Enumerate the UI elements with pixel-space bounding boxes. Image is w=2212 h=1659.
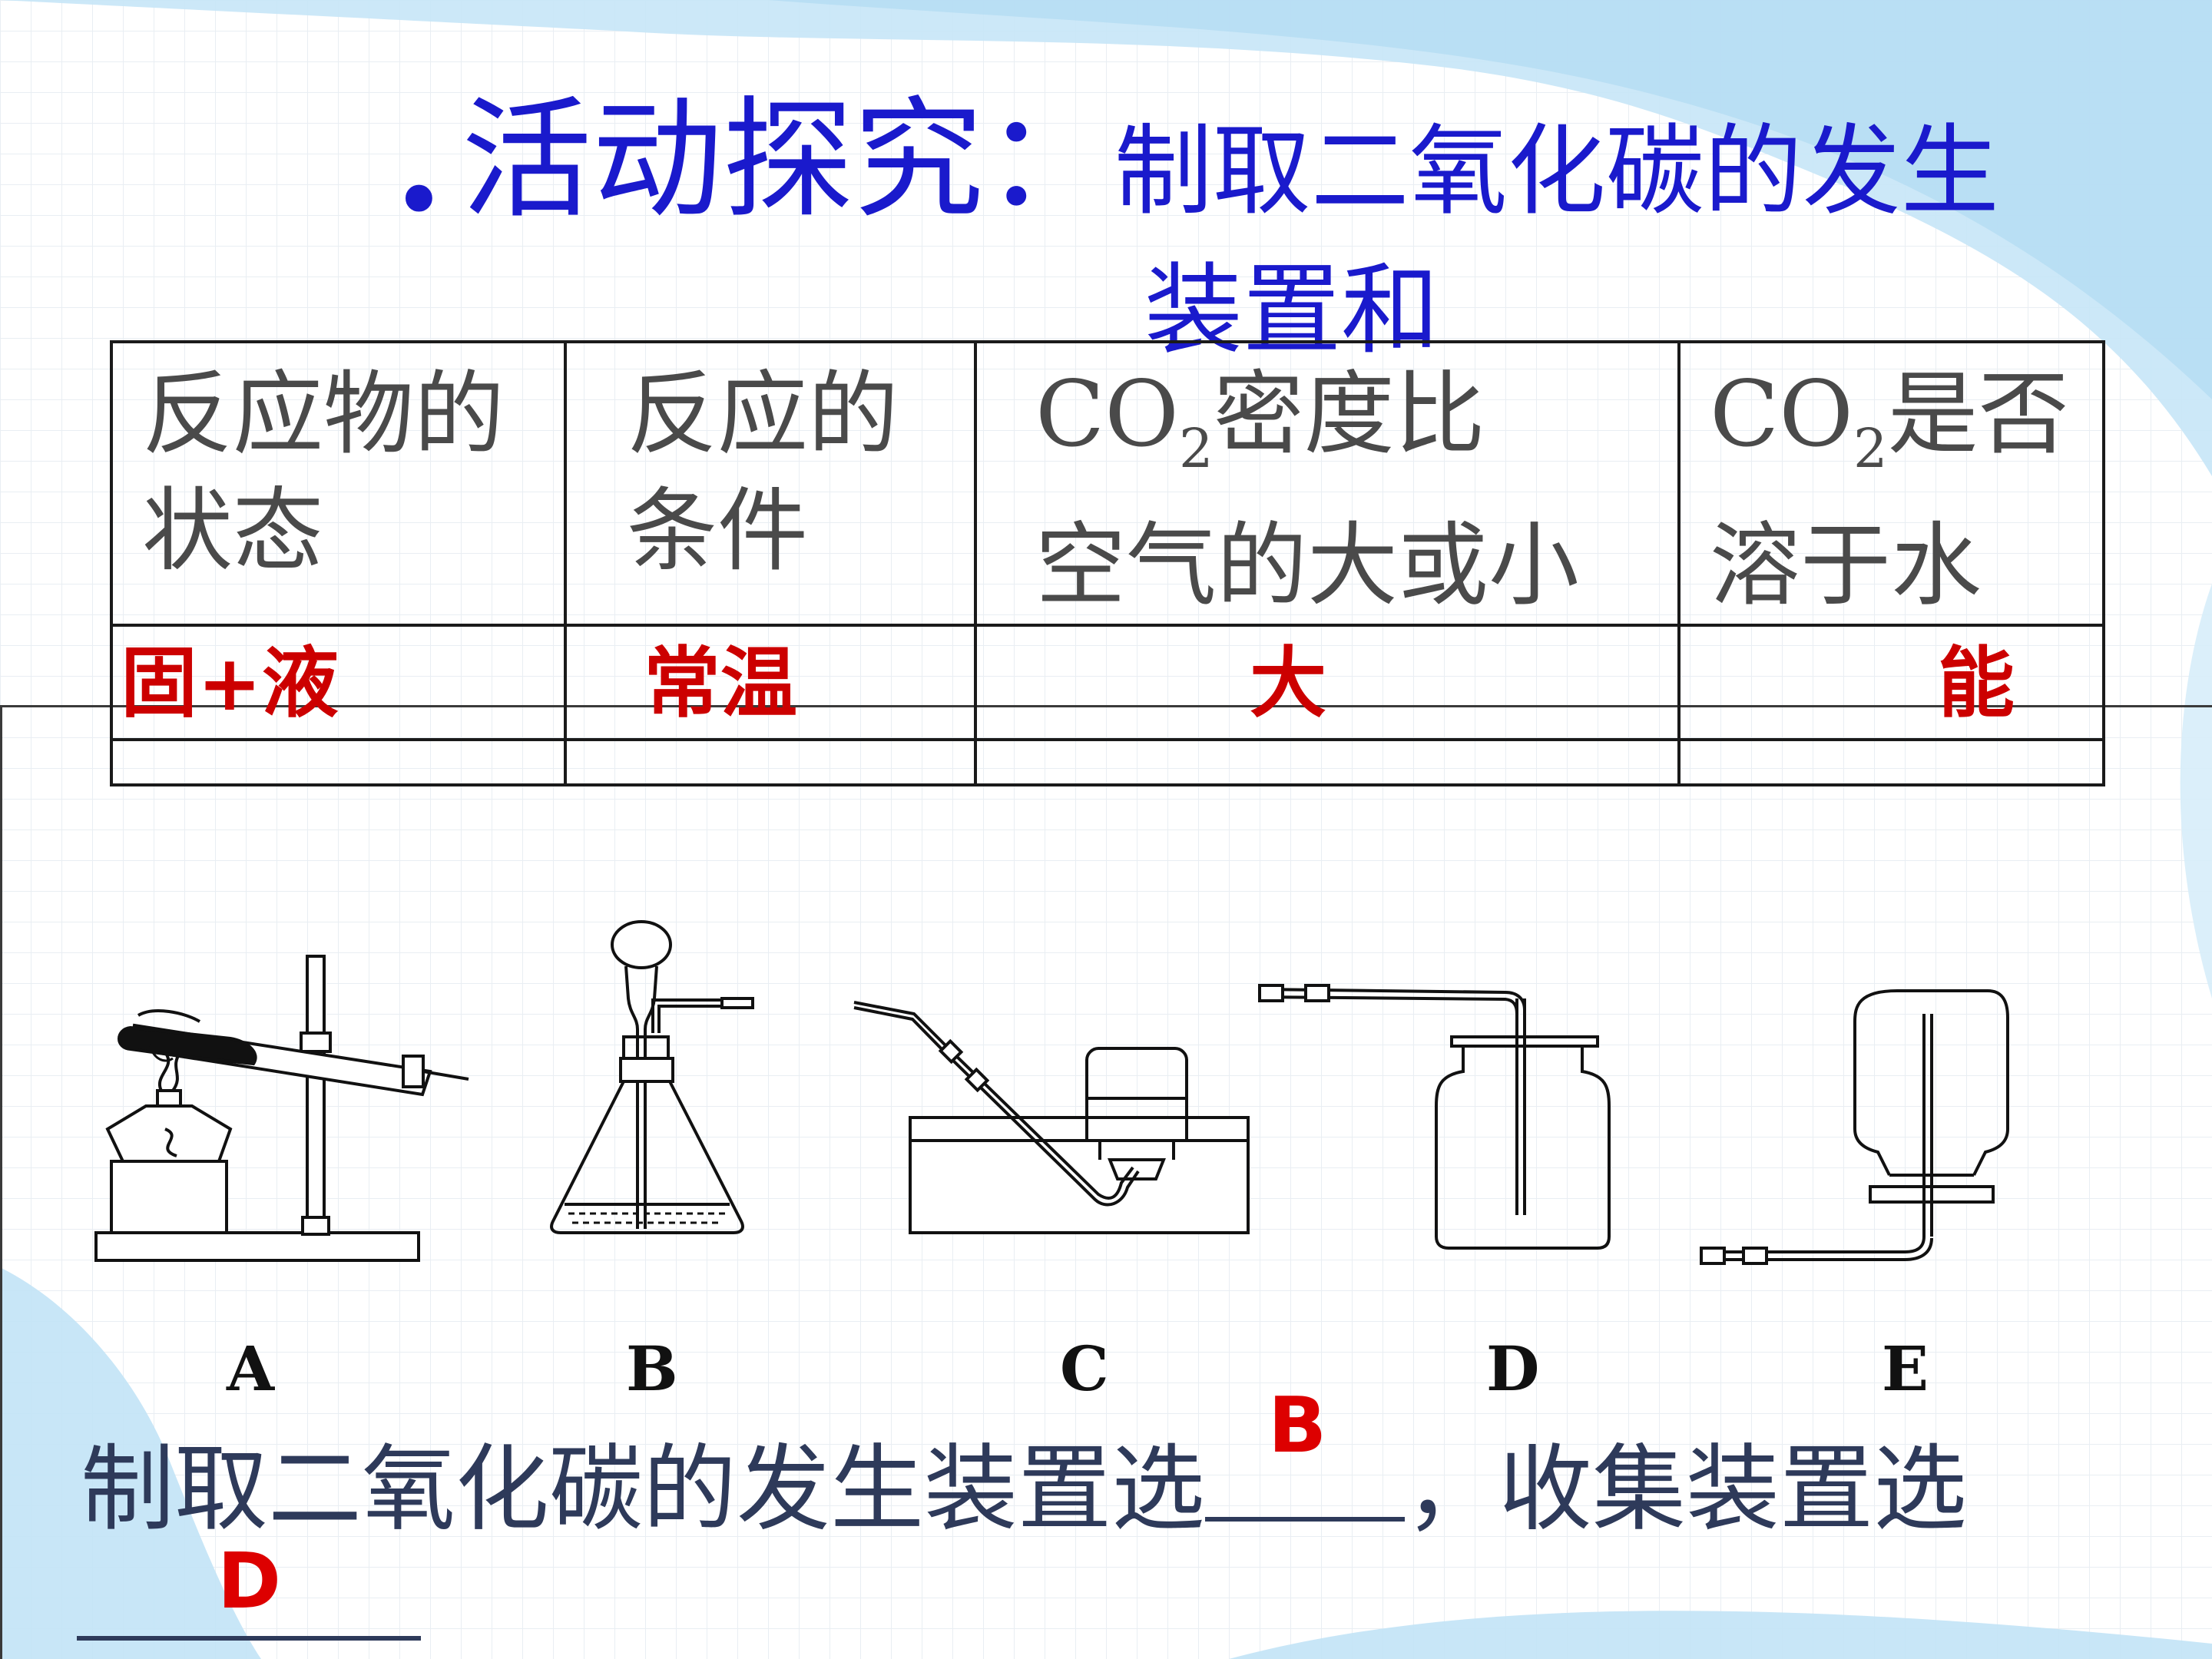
apparatus-d-illustration — [1258, 984, 1611, 1250]
answer-state: 固+液 — [121, 638, 339, 728]
subscript: 2 — [1853, 417, 1888, 480]
answer-1: B — [1268, 1380, 1327, 1470]
answer-blank-1: B — [1205, 1380, 1405, 1522]
info-table: 反应物的 状态 反应的 条件 CO2密度比 空气的大或小 CO2是否 溶于水 固… — [110, 340, 2105, 786]
header-text: 空气的大或小 — [1035, 512, 1580, 618]
question-text-2: ，收集装置选 — [1405, 1435, 1967, 1544]
answer-density: 大 — [1250, 638, 1326, 728]
table-header-row: 反应物的 状态 反应的 条件 CO2密度比 空气的大或小 CO2是否 溶于水 — [110, 340, 2105, 627]
bullet-icon: • — [392, 148, 446, 255]
header-text: 密度比 — [1213, 361, 1485, 467]
header-text: CO — [1710, 361, 1854, 467]
title-sub: 制取二氧化碳的发生 — [1114, 114, 1999, 229]
header-text: 状态 — [142, 478, 324, 584]
table-empty-row — [110, 738, 2105, 786]
apparatus-label-a: A — [227, 1333, 275, 1405]
apparatus-a-illustration — [94, 955, 469, 1262]
header-cell-state: 反应物的 状态 — [110, 340, 567, 627]
slide-title: •活动探究：制取二氧化碳的发生 — [392, 54, 1999, 255]
answer-condition: 常温 — [644, 638, 797, 728]
apparatus-b-illustration — [550, 920, 754, 1234]
apparatus-c-illustration — [853, 1001, 1250, 1234]
apparatus-label-c: C — [1060, 1333, 1109, 1405]
header-cell-condition: 反应的 条件 — [564, 340, 977, 627]
table-answer-row: 固+液 常温 大 能 — [110, 624, 2105, 741]
header-cell-density: CO2密度比 空气的大或小 — [974, 340, 1681, 627]
answer-blank-2 — [77, 1636, 421, 1641]
apparatus-label-b: B — [626, 1333, 678, 1405]
apparatus-label-e: E — [1882, 1333, 1929, 1405]
header-text: 反应的 — [627, 361, 899, 467]
header-text: 反应物的 — [142, 361, 505, 467]
header-text: CO — [1035, 361, 1180, 467]
header-text: 条件 — [627, 478, 809, 584]
header-text: 是否 — [1887, 361, 2069, 467]
subscript: 2 — [1179, 417, 1214, 480]
answer-solubility: 能 — [1938, 638, 2015, 728]
apparatus-label-d: D — [1486, 1333, 1540, 1405]
header-text: 溶于水 — [1710, 512, 1982, 618]
question-text-1: 制取二氧化碳的发生装置选 — [81, 1435, 1205, 1544]
question-line: 制取二氧化碳的发生装置选 B ，收集装置选 — [81, 1380, 1967, 1549]
apparatus-illustrations — [94, 920, 2009, 1265]
title-main: 活动探究： — [461, 84, 1114, 237]
header-cell-solubility: CO2是否 溶于水 — [1677, 340, 2105, 627]
apparatus-e-illustration — [1700, 989, 2009, 1265]
answer-2: D — [217, 1536, 282, 1626]
